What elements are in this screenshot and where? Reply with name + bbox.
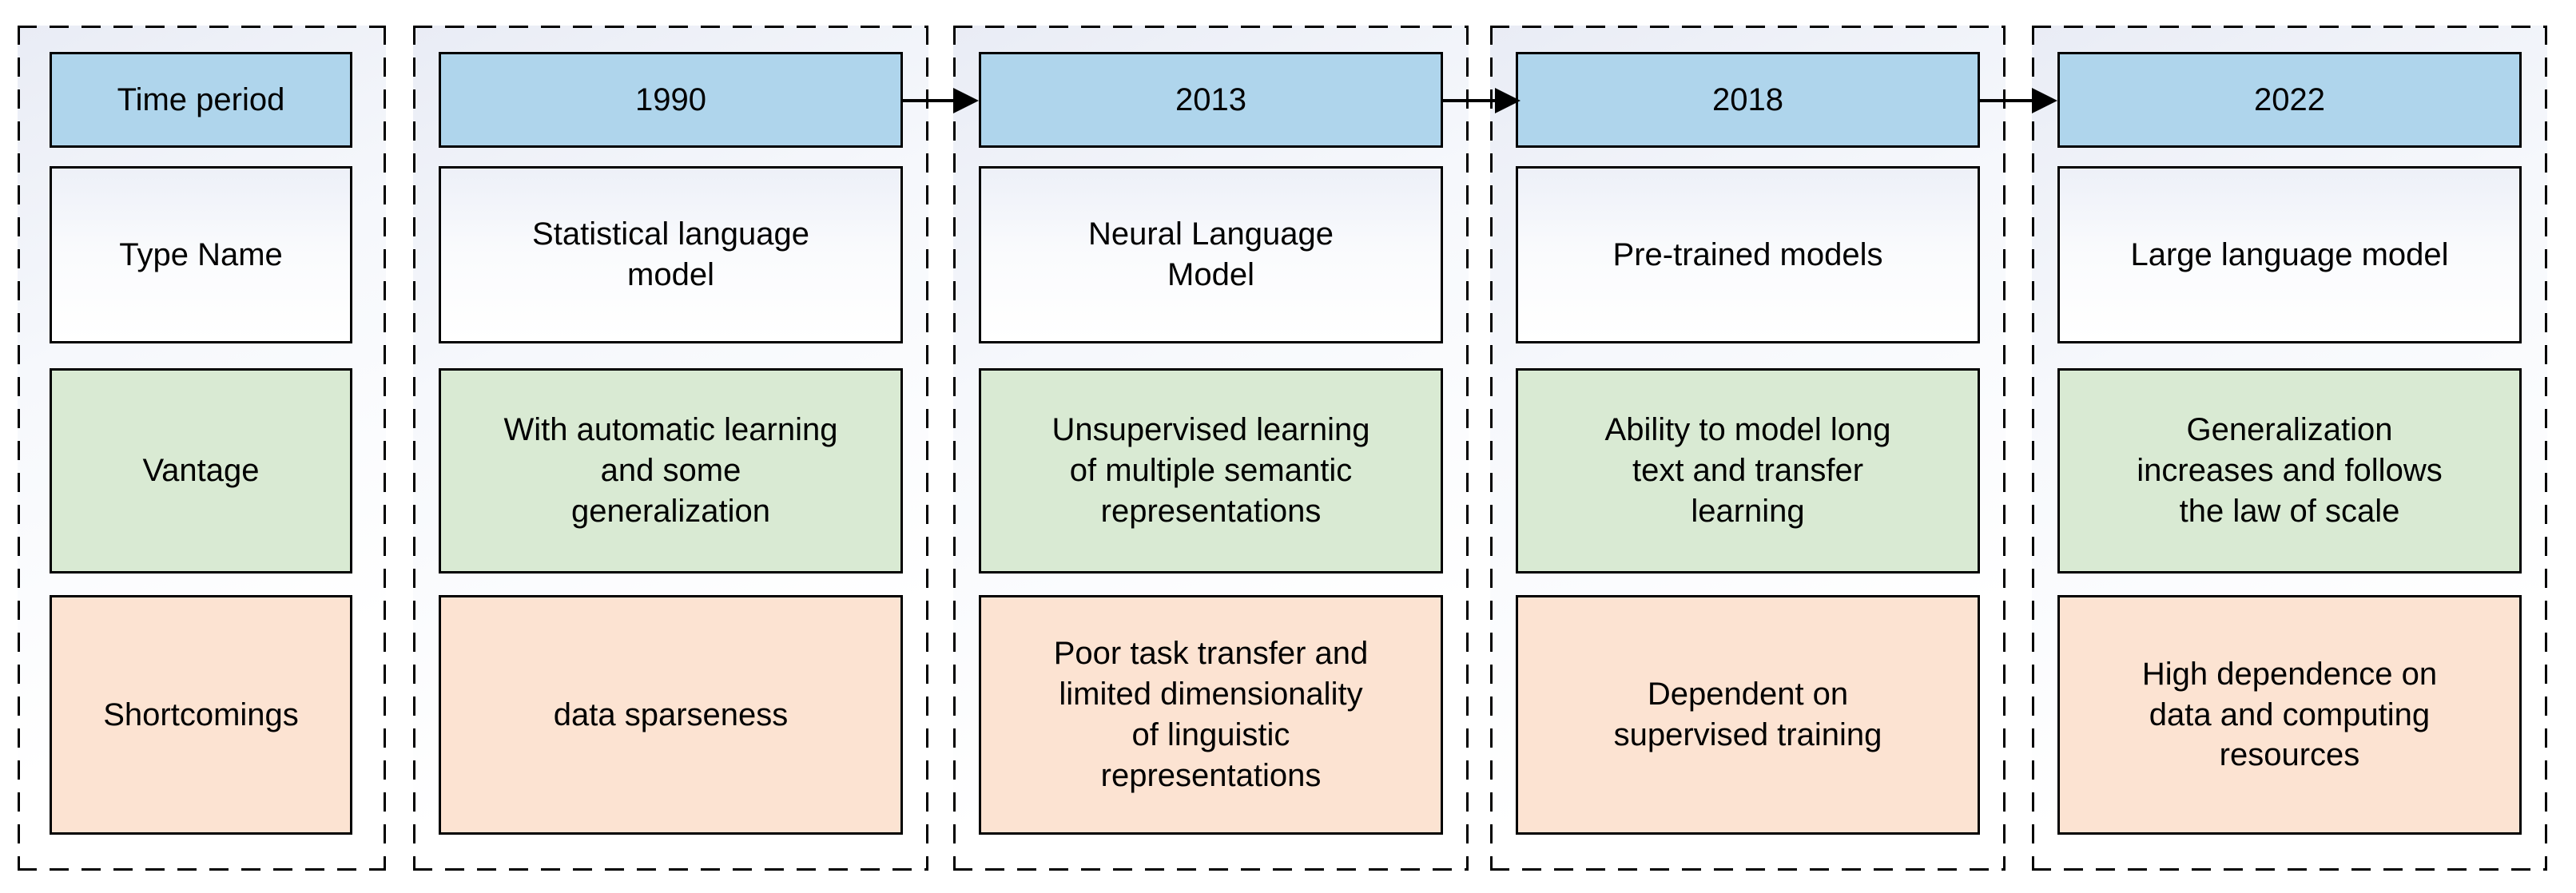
column-2018: 2018 Pre-trained models Ability to model…: [1490, 26, 2006, 871]
vantage-label-cell: Vantage: [50, 368, 352, 574]
shortcomings-cell: High dependence on data and computing re…: [2057, 595, 2522, 835]
shortcomings-cell: data sparseness: [439, 595, 903, 835]
type-name-label-cell: Type Name: [50, 166, 352, 343]
type-name-cell: Neural Language Model: [979, 166, 1443, 343]
shortcomings-label-cell: Shortcomings: [50, 595, 352, 835]
vantage-cell: With automatic learning and some general…: [439, 368, 903, 574]
year-cell: 1990: [439, 52, 903, 148]
year-cell: 2022: [2057, 52, 2522, 148]
shortcomings-cell: Dependent on supervised training: [1516, 595, 1980, 835]
year-cell: 2013: [979, 52, 1443, 148]
arrow-2013-to-2018-icon: [1443, 99, 1495, 102]
arrow-1990-to-2013-icon: [901, 99, 953, 102]
vantage-cell: Ability to model long text and transfer …: [1516, 368, 1980, 574]
arrow-2018-to-2022-icon: [1979, 99, 2032, 102]
time-period-label-cell: Time period: [50, 52, 352, 148]
type-name-cell: Pre-trained models: [1516, 166, 1980, 343]
column-2013: 2013 Neural Language Model Unsupervised …: [953, 26, 1469, 871]
shortcomings-cell: Poor task transfer and limited dimension…: [979, 595, 1443, 835]
type-name-cell: Statistical language model: [439, 166, 903, 343]
year-cell: 2018: [1516, 52, 1980, 148]
column-2022: 2022 Large language model Generalization…: [2032, 26, 2547, 871]
type-name-cell: Large language model: [2057, 166, 2522, 343]
vantage-cell: Generalization increases and follows the…: [2057, 368, 2522, 574]
column-1990: 1990 Statistical language model With aut…: [413, 26, 928, 871]
column-legend: Time period Type Name Vantage Shortcomin…: [18, 26, 386, 871]
vantage-cell: Unsupervised learning of multiple semant…: [979, 368, 1443, 574]
